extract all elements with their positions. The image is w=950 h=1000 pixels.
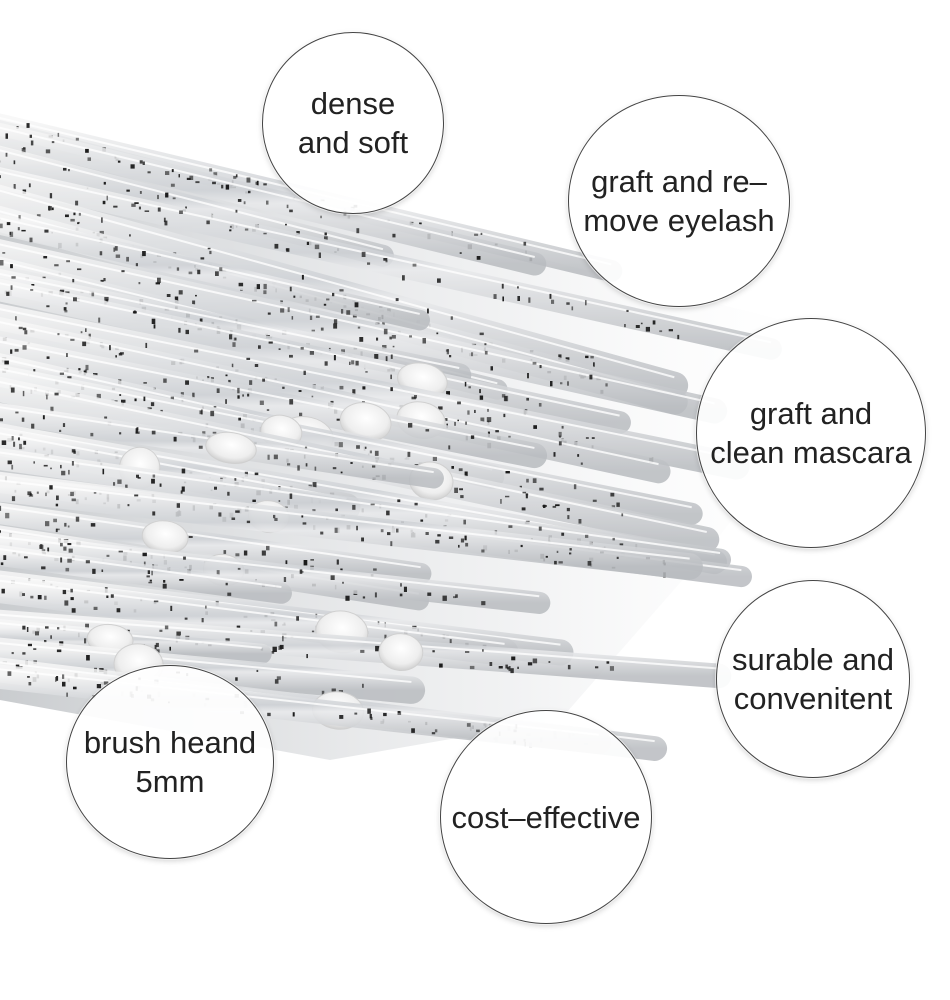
applicator-wand (0, 122, 547, 276)
bubble-text-line: and soft (297, 125, 409, 160)
feature-bubble-graft-remove: graft and re– move eyelash (568, 95, 790, 307)
bubble-text-line: cost–effective (451, 799, 641, 835)
applicator-wand (0, 544, 292, 604)
applicator-wand (0, 403, 444, 489)
applicator-bundle (0, 113, 860, 761)
bubble-text-line: convenitent (733, 681, 893, 716)
feature-bubble-dense-soft: dense and soft (262, 32, 444, 214)
applicator-wand (0, 239, 728, 424)
feature-bubble-graft-clean: graft and clean mascara (696, 318, 926, 548)
bubble-text-line: 5mm (135, 764, 205, 799)
fiber-tip (378, 633, 424, 672)
applicator-wand (0, 475, 703, 580)
bubble-text-line: graft and re– (591, 164, 767, 199)
micro-brush-photo (0, 113, 860, 761)
bubble-text-line: surable and (731, 642, 894, 677)
bubble-text-line: dense (310, 86, 396, 121)
bubble-text-line: graft and (749, 396, 873, 431)
bubble-text-line: clean mascara (710, 435, 912, 470)
bubble-text-line: brush heand (83, 725, 257, 760)
applicator-wand (0, 167, 782, 360)
bottom-margin (0, 946, 950, 1000)
feature-bubble-durable: surable and convenitent (716, 580, 910, 778)
feature-bubble-brush-head: brush heand 5mm (66, 665, 274, 859)
fiber-tip (205, 431, 257, 464)
applicator-wand (0, 213, 430, 331)
applicator-wand (0, 619, 272, 664)
bubble-text-line: move eyelash (583, 203, 775, 238)
applicator-wand (0, 364, 703, 525)
applicator-wand (0, 502, 432, 585)
feature-bubble-cost: cost–effective (440, 710, 652, 924)
applicator-wand (0, 336, 548, 469)
